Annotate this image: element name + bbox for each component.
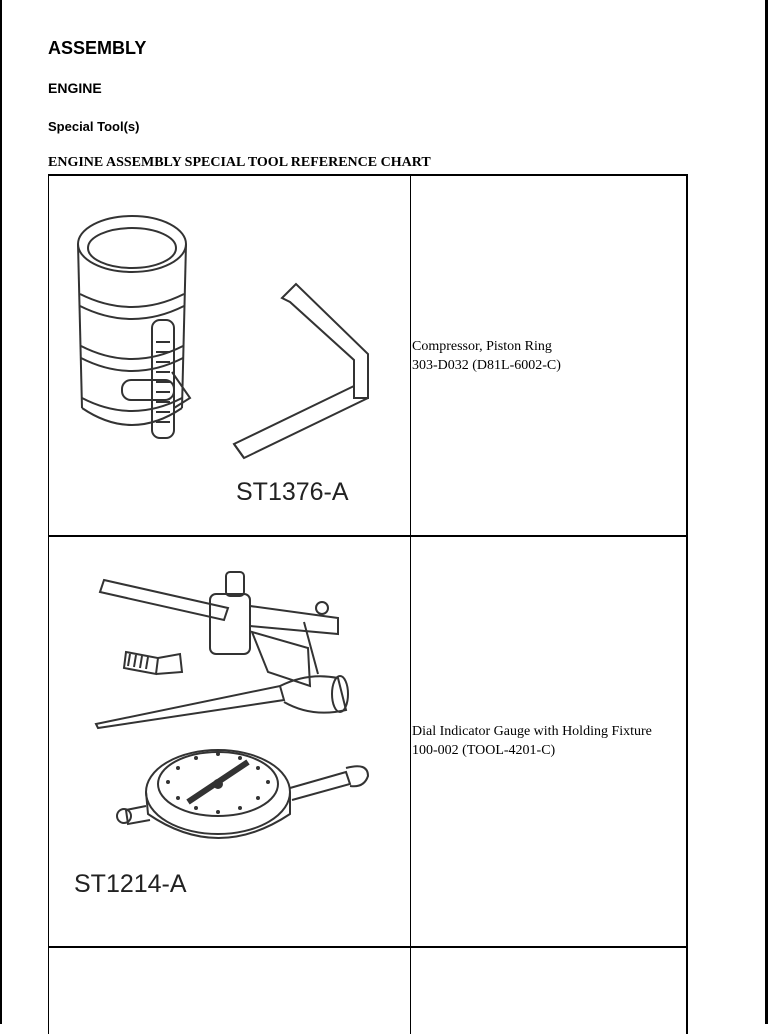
chart-title: ENGINE ASSEMBLY SPECIAL TOOL REFERENCE C… bbox=[48, 155, 431, 170]
tool-name: Compressor, Piston Ring bbox=[412, 339, 552, 354]
subsection-heading: Special Tool(s) bbox=[48, 119, 140, 134]
piston-ring-compressor-illustration: ST1376-A bbox=[77, 215, 369, 506]
tool-reference-table: ST1376-A bbox=[48, 174, 688, 1034]
section-heading: ENGINE bbox=[48, 80, 102, 96]
table-column-divider bbox=[410, 174, 411, 1034]
table-top-border bbox=[48, 174, 688, 176]
table-left-border bbox=[48, 174, 49, 1034]
page-left-border bbox=[0, 0, 2, 1024]
dial-indicator-gauge-illustration: ST1214-A bbox=[74, 571, 370, 898]
tool-part-number: 303-D032 (D81L-6002-C) bbox=[412, 358, 561, 373]
tool-description: Compressor, Piston Ring 303-D032 (D81L-6… bbox=[412, 337, 561, 375]
tool-description: Dial Indicator Gauge with Holding Fixtur… bbox=[412, 722, 652, 760]
tool-image-code: ST1376-A bbox=[236, 478, 349, 506]
tool-part-number: 100-002 (TOOL-4201-C) bbox=[412, 743, 556, 758]
page-heading: ASSEMBLY bbox=[48, 38, 147, 58]
table-row-divider bbox=[48, 535, 688, 537]
tool-image-code: ST1214-A bbox=[74, 870, 187, 898]
table-row-divider bbox=[48, 946, 688, 948]
table-right-border bbox=[686, 174, 688, 1034]
page-right-border bbox=[765, 0, 768, 1024]
tool-name: Dial Indicator Gauge with Holding Fixtur… bbox=[412, 724, 652, 739]
